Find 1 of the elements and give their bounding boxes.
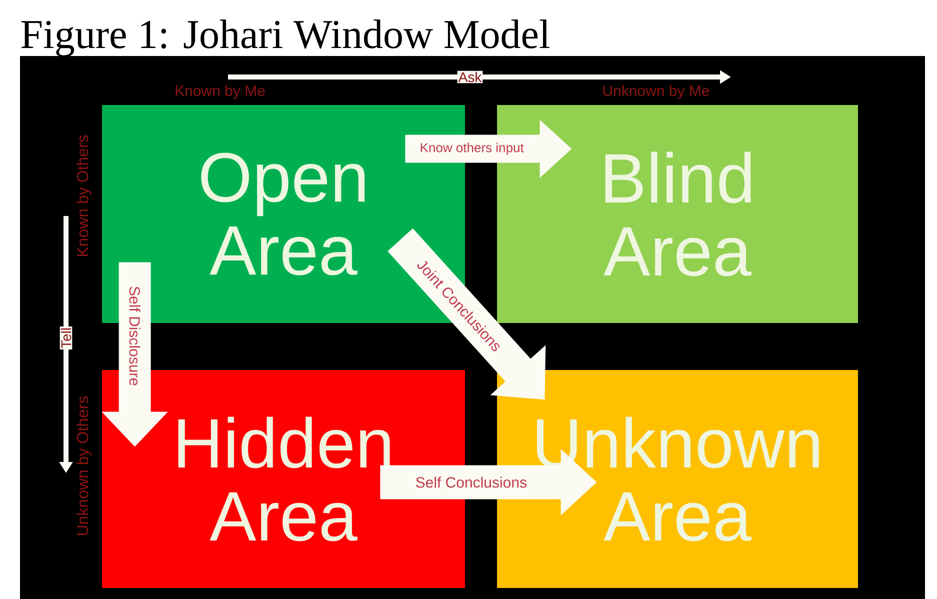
title: Figure 1: Johari Window Model — [21, 20, 550, 57]
